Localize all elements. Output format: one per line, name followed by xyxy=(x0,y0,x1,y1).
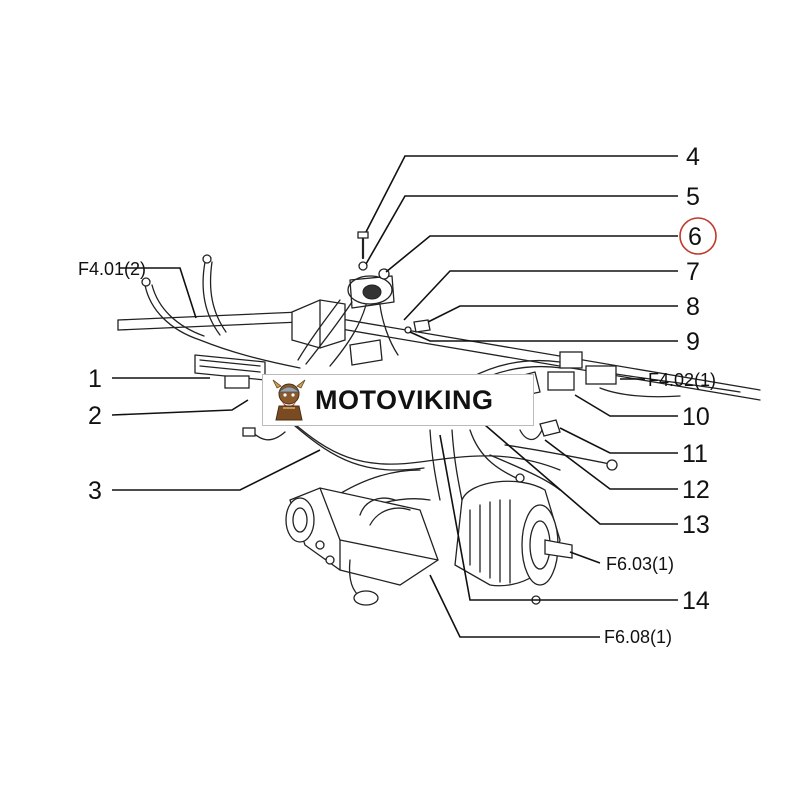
leader-lines xyxy=(111,155,678,638)
ref-f401: F4.01(2) xyxy=(78,259,146,279)
ref-f402: F4.02(1) xyxy=(648,370,716,390)
callout-2: 2 xyxy=(88,402,102,430)
cable-loom xyxy=(242,419,561,521)
callout-8: 8 xyxy=(686,293,700,321)
callout-14: 14 xyxy=(682,587,710,615)
callout-10: 10 xyxy=(682,403,710,431)
callout-6: 6 xyxy=(688,223,702,251)
wiring-harness-left xyxy=(141,254,301,389)
callout-11: 11 xyxy=(682,440,708,468)
starter-motor xyxy=(285,487,439,606)
callout-9: 9 xyxy=(686,328,700,356)
ref-f608: F6.08(1) xyxy=(604,627,672,647)
wiring-harness-right xyxy=(469,351,741,401)
callout-3: 3 xyxy=(88,477,102,505)
relay-bracket-assembly xyxy=(291,231,431,367)
ref-f603: F6.03(1) xyxy=(606,554,674,574)
callout-12: 12 xyxy=(682,476,710,504)
watermark-text: MOTOVIKING xyxy=(315,384,494,415)
callout-1: 1 xyxy=(88,365,102,393)
alternator xyxy=(454,473,573,605)
callout-4: 4 xyxy=(686,143,700,171)
viking-mascot-icon xyxy=(272,379,306,421)
callout-13: 13 xyxy=(682,511,710,539)
callout-5: 5 xyxy=(686,183,700,211)
watermark: MOTOVIKING xyxy=(262,374,534,426)
callout-7: 7 xyxy=(686,258,700,286)
highlight-ring xyxy=(679,217,717,255)
